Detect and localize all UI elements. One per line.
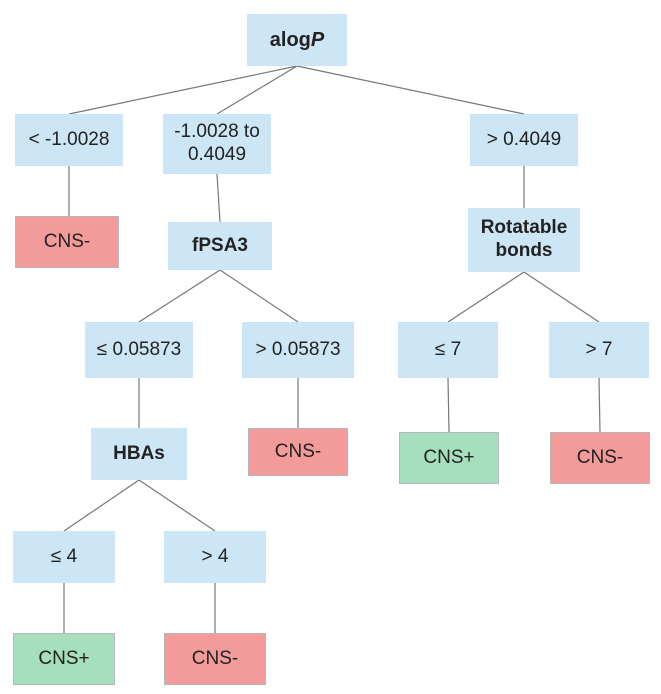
branch-mid-node: -1.0028 to 0.4049 (163, 114, 271, 174)
edge-hbas-to-le (63, 479, 140, 532)
split-rotatable-bonds-node: Rotatable bonds (468, 208, 580, 272)
edge-fpsa3-to-le (138, 269, 221, 323)
root-node-alogp: alogP (247, 14, 347, 66)
cond-hba-gt-node: > 4 (164, 531, 266, 583)
edge-mid-to-fpsa3 (216, 173, 221, 223)
branch-gt-node: > 0.4049 (470, 114, 578, 166)
edge-fpsa3-to-gt (219, 269, 299, 323)
edge-root-to-lt (68, 65, 298, 115)
edge-rot-le-to-leaf (447, 377, 450, 433)
leaf-hba-gt-cns-minus: CNS- (164, 633, 266, 685)
cond-fpsa-gt-node: > 0.05873 (242, 322, 354, 378)
root-label: alogP (269, 29, 325, 51)
leaf-rot-le-cns-plus: CNS+ (399, 432, 499, 484)
edge-rot-to-le (447, 271, 525, 323)
leaf-hba-le-cns-plus: CNS+ (13, 633, 115, 685)
cond-fpsa-le-node: ≤ 0.05873 (85, 322, 193, 378)
edge-rot-to-gt (523, 271, 600, 323)
cond-hba-le-node: ≤ 4 (13, 531, 115, 583)
cond-rot-le-node: ≤ 7 (398, 322, 498, 378)
edge-root-to-gt (296, 65, 525, 115)
leaf-rot-gt-cns-minus: CNS- (550, 432, 650, 484)
edge-root-to-mid (216, 65, 298, 115)
split-fpsa3-node: fPSA3 (168, 222, 272, 270)
cond-rot-gt-node: > 7 (549, 322, 649, 378)
branch-lt-node: < -1.0028 (15, 114, 123, 166)
split-hbas-node: HBAs (91, 428, 187, 480)
edge-hbas-to-gt (138, 479, 216, 532)
leaf-fpsa-gt-cns-minus: CNS- (248, 428, 348, 476)
leaf-lt-cns-minus: CNS- (15, 216, 119, 268)
edge-rot-gt-to-leaf (598, 377, 601, 433)
